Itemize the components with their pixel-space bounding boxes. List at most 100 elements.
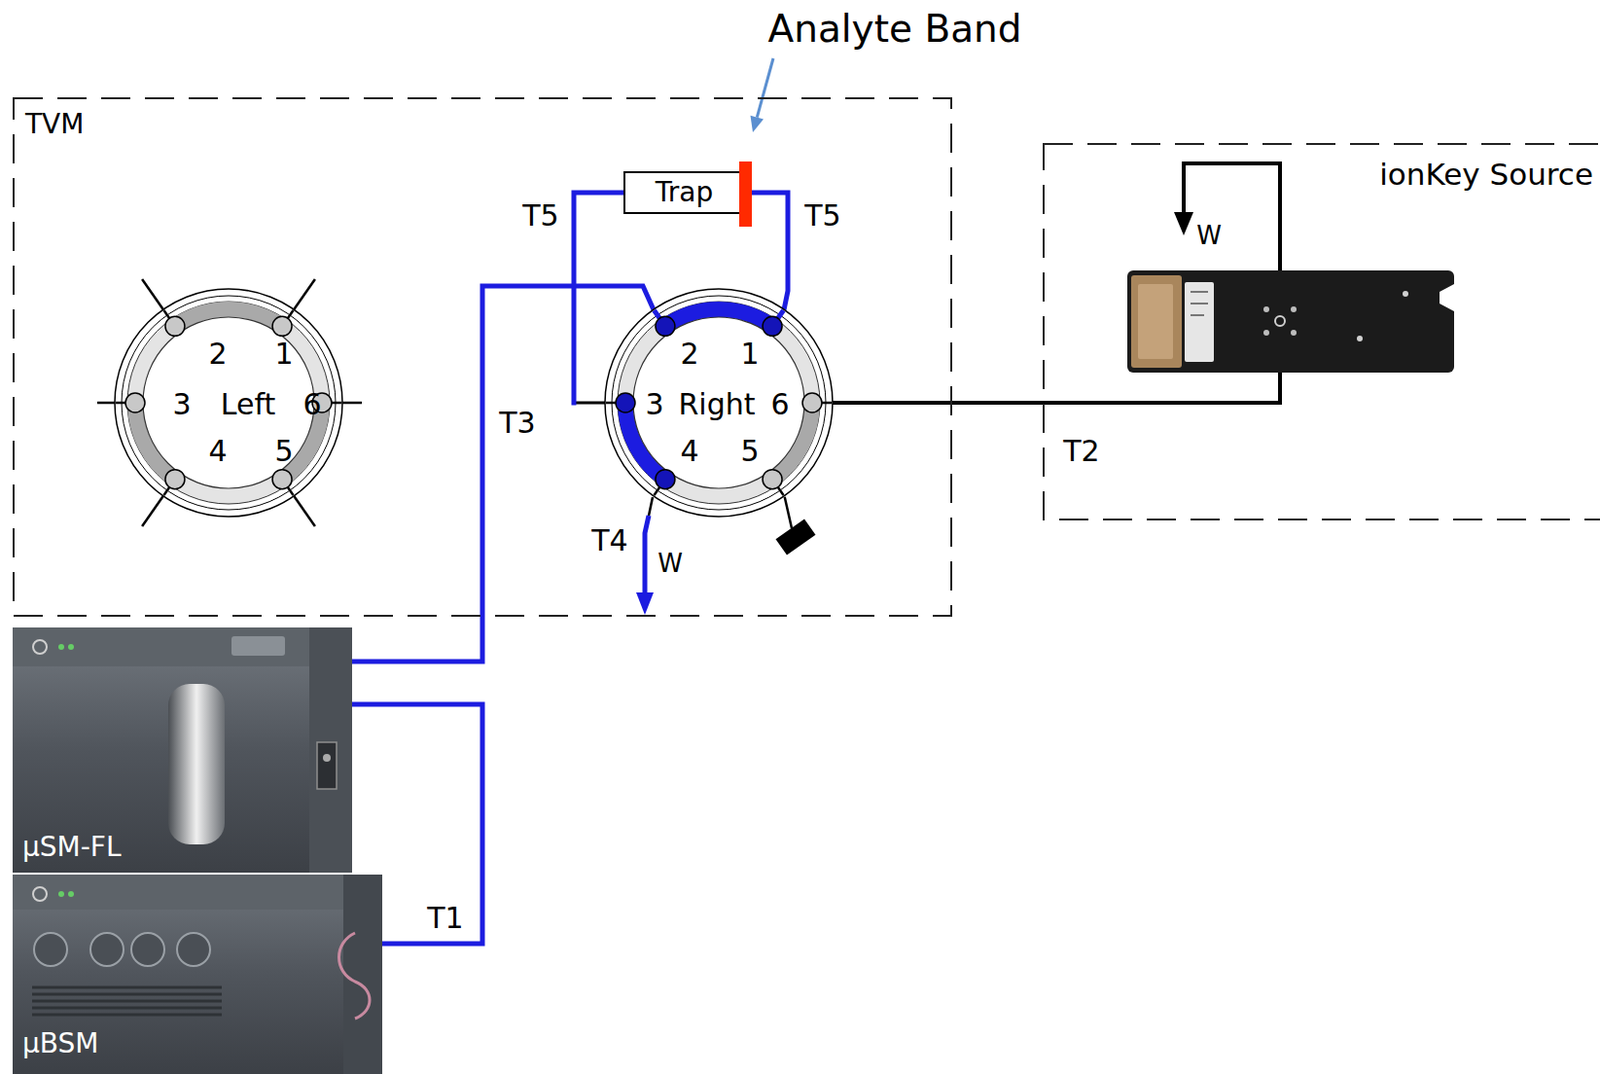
ionkey-chip bbox=[1127, 270, 1455, 373]
port bbox=[655, 316, 676, 336]
port-stubs bbox=[115, 310, 342, 496]
analyte-leader bbox=[750, 58, 775, 133]
node-text: ionKey Source bbox=[1379, 157, 1594, 193]
port bbox=[165, 469, 185, 490]
status-led bbox=[58, 890, 65, 897]
vent-slot bbox=[32, 993, 222, 996]
port-stub bbox=[293, 279, 316, 310]
port bbox=[655, 469, 676, 490]
port-stub bbox=[97, 401, 115, 405]
port-plug bbox=[776, 497, 817, 556]
ports bbox=[615, 316, 822, 489]
port-number: 4 bbox=[679, 434, 699, 469]
plug bbox=[776, 518, 817, 555]
rotor-ring bbox=[135, 309, 322, 497]
callout-label: Analyte Band bbox=[767, 7, 1022, 52]
port-number-holder: 5 bbox=[740, 434, 759, 469]
port-number-holder: 2 bbox=[679, 337, 699, 372]
port-number: 2 bbox=[679, 337, 699, 372]
chip-dot bbox=[1402, 290, 1409, 297]
port-number: 1 bbox=[274, 337, 293, 372]
port-number-holder: 1 bbox=[274, 337, 293, 372]
chip-emitter bbox=[1275, 316, 1285, 326]
chip-body bbox=[1127, 270, 1455, 373]
solvent-port bbox=[177, 932, 211, 966]
port-number-holder: 4 bbox=[679, 434, 699, 469]
tube-label-holder: T4 bbox=[591, 524, 628, 559]
solvent-port bbox=[34, 932, 68, 966]
port-number-holder: 3 bbox=[172, 388, 191, 423]
valve: Right bbox=[604, 287, 834, 518]
valve-housing bbox=[604, 288, 833, 517]
tube-label: T3 bbox=[498, 406, 535, 441]
vent-grill bbox=[32, 987, 222, 1015]
valve-face bbox=[142, 317, 315, 489]
power-button bbox=[33, 887, 47, 901]
status-led bbox=[68, 643, 74, 650]
callout-label-holder: Analyte Band bbox=[767, 7, 1022, 52]
solvent-port bbox=[131, 932, 165, 966]
port-stub bbox=[142, 279, 164, 310]
port-number-holder: 5 bbox=[274, 434, 293, 469]
rotor-edge bbox=[127, 301, 330, 504]
instrument-top bbox=[12, 627, 310, 667]
vent-slot bbox=[32, 999, 222, 1003]
node-text: TVM bbox=[25, 108, 84, 141]
port-number: 3 bbox=[644, 388, 664, 423]
waste-label-holder: W bbox=[1196, 221, 1222, 251]
port-number-holder: 3 bbox=[644, 388, 664, 423]
status-led bbox=[58, 643, 65, 650]
port bbox=[802, 392, 822, 413]
tube-label: T5 bbox=[804, 199, 841, 234]
port bbox=[272, 469, 292, 490]
waste-stub bbox=[648, 497, 653, 516]
port bbox=[272, 316, 292, 336]
instrument-module: µBSM bbox=[12, 874, 383, 1074]
status-led bbox=[68, 890, 74, 897]
dashed-outline bbox=[1042, 142, 1600, 521]
plug-stub bbox=[784, 497, 792, 529]
port-stub bbox=[293, 496, 316, 527]
left-valve-stubs bbox=[97, 279, 362, 527]
chip-sticker bbox=[1184, 282, 1214, 362]
chip-dot bbox=[1290, 329, 1297, 336]
dashed-border bbox=[1043, 143, 1600, 520]
node-text: Trap bbox=[655, 177, 713, 209]
instrument-side bbox=[309, 627, 353, 873]
dashed-border bbox=[13, 98, 952, 616]
node-text: µBSM bbox=[22, 1028, 99, 1060]
ports bbox=[125, 316, 332, 489]
port-number: 1 bbox=[740, 337, 759, 372]
tube-label: T5 bbox=[522, 199, 559, 234]
instrument-window bbox=[168, 683, 225, 845]
port-number-holder: 1 bbox=[740, 337, 759, 372]
valve-rim bbox=[611, 295, 826, 510]
tube-connector bbox=[832, 402, 1043, 404]
port-number-holder: 2 bbox=[208, 337, 227, 372]
port bbox=[762, 316, 783, 336]
sticker-mark bbox=[1190, 290, 1209, 293]
port-number: 6 bbox=[770, 388, 789, 423]
chip-dot bbox=[1290, 306, 1297, 313]
port-number-holder: 6 bbox=[302, 388, 321, 423]
sticker-mark bbox=[1190, 302, 1209, 305]
tube-label-holder: T3 bbox=[498, 406, 535, 441]
port-number: 4 bbox=[208, 434, 227, 469]
tube-label: T4 bbox=[591, 524, 628, 559]
chip-notch bbox=[1439, 284, 1455, 312]
waste-label: W bbox=[657, 549, 683, 579]
side-port bbox=[317, 742, 337, 789]
port bbox=[165, 316, 185, 336]
waste-label-holder: W bbox=[657, 549, 683, 579]
instrument-module: µSM-FL bbox=[12, 627, 353, 873]
side-tubing bbox=[339, 932, 371, 1019]
port-number: 6 bbox=[302, 388, 321, 423]
tube-label: T1 bbox=[426, 901, 463, 936]
module-region: TVM Left Trap bbox=[12, 97, 953, 617]
port-stub bbox=[142, 496, 164, 527]
vent-slot bbox=[32, 1013, 222, 1017]
node-text: Left bbox=[220, 388, 276, 423]
instrument-body bbox=[12, 874, 344, 1074]
port-number-holder: 4 bbox=[208, 434, 227, 469]
